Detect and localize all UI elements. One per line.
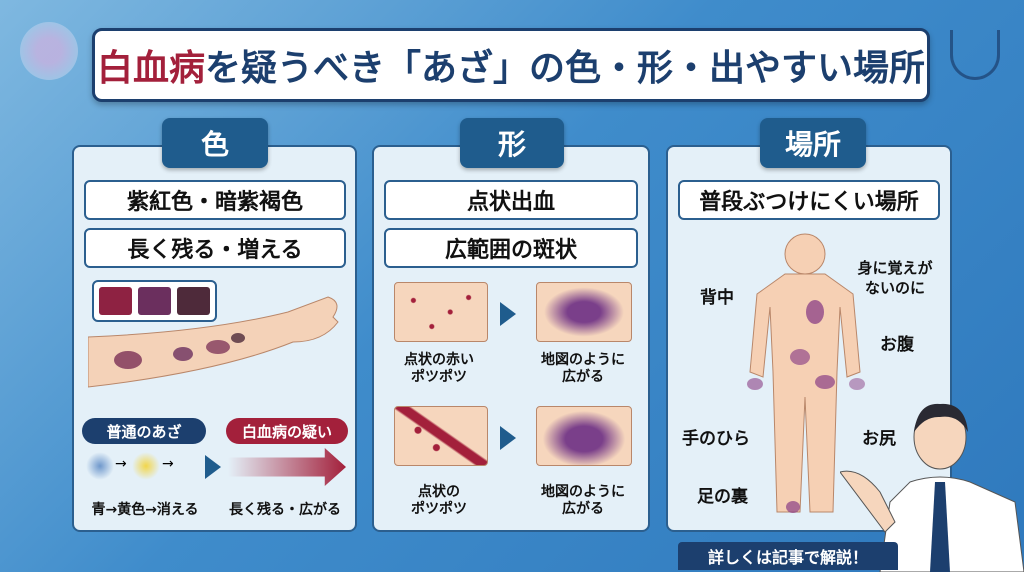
title-highlight: 白血病 [96, 48, 205, 89]
title-rest: を疑うべき「あざ」の色・形・出やすい場所 [205, 48, 926, 89]
color-swatches [92, 280, 217, 322]
blue-bruise [86, 452, 114, 480]
arrow-right-icon [205, 455, 221, 479]
color-label-2: 長く残る・増える [84, 228, 346, 268]
place-label: 普段ぶつけにくい場所 [678, 180, 940, 220]
petechiae-image [394, 282, 488, 342]
shape-label-1: 点状出血 [384, 180, 638, 220]
arm-illustration [88, 296, 339, 388]
normal-caption: 青→黄色→消える [91, 502, 199, 518]
petechiae-caption-2: 点状の ポツポツ [411, 484, 467, 517]
label-belly: お腹 [880, 335, 914, 355]
yellow-bruise [132, 452, 160, 480]
petechiae-caption-1: 点状の赤い ポツポツ [404, 352, 474, 385]
body-back-illustration [747, 233, 865, 513]
stethoscope-icon [950, 30, 1000, 80]
swatch-purple [138, 287, 171, 315]
note-text: 身に覚えが ないのに [857, 259, 933, 297]
arrow-icon: → [162, 456, 174, 472]
label-buttock: お尻 [862, 429, 896, 449]
swatch-dark-brown [177, 287, 210, 315]
arrow-right-icon [500, 302, 516, 326]
label-palm: 手のひら [682, 429, 750, 449]
swatch-crimson [99, 287, 132, 315]
label-sole: 足の裏 [697, 487, 748, 507]
petechiae-image-2 [394, 406, 488, 466]
map-bruise-image-2 [536, 406, 632, 466]
label-back: 背中 [700, 288, 734, 308]
normal-bruise-pill: 普通のあざ [82, 418, 206, 444]
leukemia-pill: 白血病の疑い [226, 418, 348, 444]
doctor-illustration [840, 403, 1024, 572]
map-caption-2: 地図のように 広がる [541, 484, 625, 517]
tab-place: 場所 [760, 118, 866, 168]
shape-label-2: 広範囲の斑状 [384, 228, 638, 268]
tab-color: 色 [162, 118, 268, 168]
arrow-icon: → [115, 456, 127, 472]
leukemia-caption: 長く残る・広がる [229, 502, 341, 518]
arrow-right-icon [500, 426, 516, 450]
tab-shape: 形 [460, 118, 564, 168]
cell-icon [20, 22, 78, 80]
page-title: 白血病を疑うべき「あざ」の色・形・出やすい場所 [92, 28, 930, 102]
color-label-1: 紫紅色・暗紫褐色 [84, 180, 346, 220]
map-bruise-image [536, 282, 632, 342]
map-caption-1: 地図のように 広がる [541, 352, 625, 385]
footer-banner[interactable]: 詳しくは記事で解説！ [678, 542, 898, 570]
